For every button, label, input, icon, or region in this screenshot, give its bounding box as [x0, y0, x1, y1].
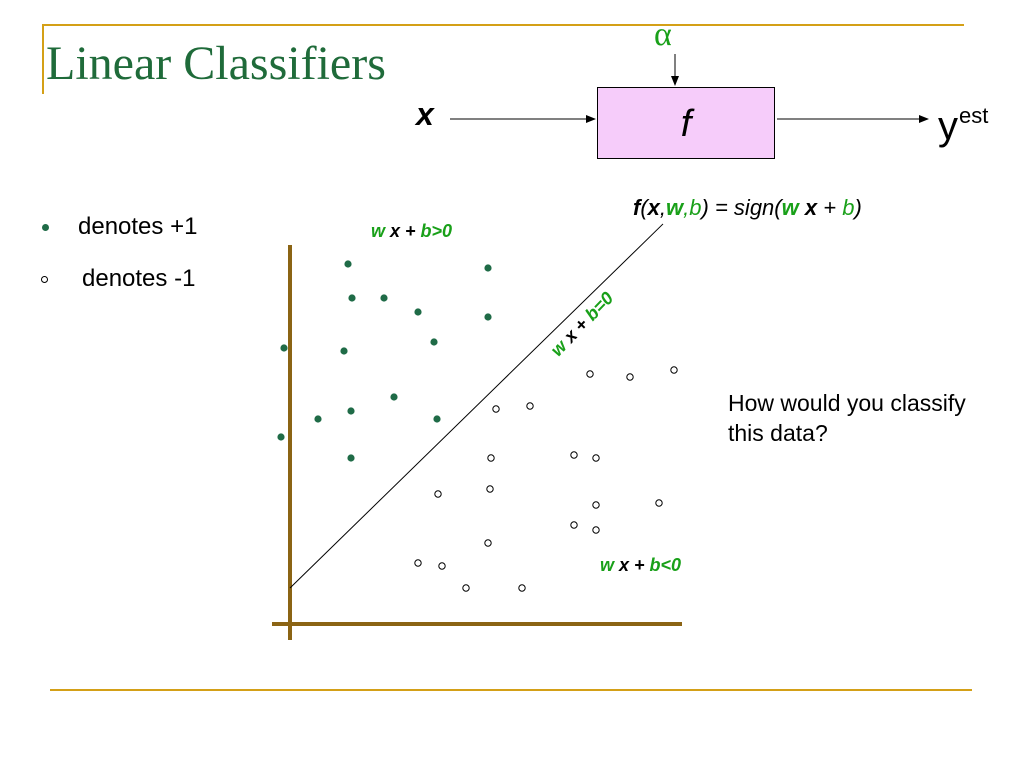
formula-b2: b [842, 195, 855, 220]
function-box: f [597, 87, 775, 159]
negative-point [484, 539, 492, 547]
formula-comma2: , [683, 195, 690, 220]
formula-open: ( [640, 195, 648, 220]
legend-positive-label: denotes +1 [78, 213, 198, 240]
positive-point [314, 415, 322, 423]
output-main: y [938, 104, 958, 148]
negative-point [570, 521, 578, 529]
legend-open-circle [41, 276, 48, 283]
negative-point [438, 562, 446, 570]
negative-region-label: w x + b<0 [600, 556, 681, 574]
negative-point [462, 584, 470, 592]
negative-point [434, 490, 442, 498]
negative-point [655, 499, 663, 507]
left-rule [42, 24, 44, 94]
positive-point [390, 393, 398, 401]
positive-point [414, 308, 422, 316]
positive-point [347, 407, 355, 415]
formula-x: x [647, 195, 660, 220]
negative-point [670, 366, 678, 374]
formula-plus: + [817, 195, 843, 220]
negative-point [586, 370, 594, 378]
positive-region-label: w x + b>0 [371, 222, 452, 240]
positive-rest: b>0 [420, 221, 453, 241]
negative-point [487, 454, 495, 462]
negative-point [526, 402, 534, 410]
input-x-label: x [416, 96, 434, 132]
positive-point [380, 294, 388, 302]
decision-boundary-line [289, 223, 664, 589]
positive-point [280, 344, 288, 352]
positive-point [430, 338, 438, 346]
alpha-label: α [654, 16, 672, 53]
positive-point [484, 313, 492, 321]
data-points [277, 260, 678, 592]
positive-point [340, 347, 348, 355]
formula-w2: w [781, 195, 799, 220]
formula-b: b [689, 195, 702, 220]
formula-x2: x [804, 195, 818, 220]
negative-x: x + [614, 555, 650, 575]
function-label: f [680, 103, 692, 145]
negative-rest: b<0 [649, 555, 682, 575]
negative-point [592, 454, 600, 462]
negative-point [414, 559, 422, 567]
positive-point [433, 415, 441, 423]
legend-filled-dot [42, 224, 49, 231]
bottom-rule [50, 689, 972, 691]
negative-point [486, 485, 494, 493]
positive-x: x + [385, 221, 421, 241]
slide-title: Linear Classifiers [46, 37, 386, 90]
positive-point [344, 260, 352, 268]
legend-negative-label: denotes -1 [82, 265, 196, 292]
positive-point [277, 433, 285, 441]
positive-point [484, 264, 492, 272]
negative-point [492, 405, 500, 413]
formula-sign: ) = sign( [701, 195, 782, 220]
positive-w: w [371, 221, 386, 241]
top-rule [42, 24, 964, 26]
formula-close: ) [854, 195, 862, 220]
question-text: How would you classify this data? [728, 390, 966, 446]
negative-point [626, 373, 634, 381]
negative-point [592, 501, 600, 509]
formula-comma1: , [659, 195, 667, 220]
negative-point [592, 526, 600, 534]
positive-point [347, 454, 355, 462]
formula-f: f [633, 195, 641, 220]
output-label: yest [938, 103, 989, 148]
classifier-formula: f(x,w,b) = sign(w x + b) [633, 197, 862, 219]
formula-w: w [666, 195, 684, 220]
output-superscript: est [959, 103, 989, 128]
negative-w: w [600, 555, 615, 575]
positive-point [348, 294, 356, 302]
negative-point [518, 584, 526, 592]
negative-point [570, 451, 578, 459]
